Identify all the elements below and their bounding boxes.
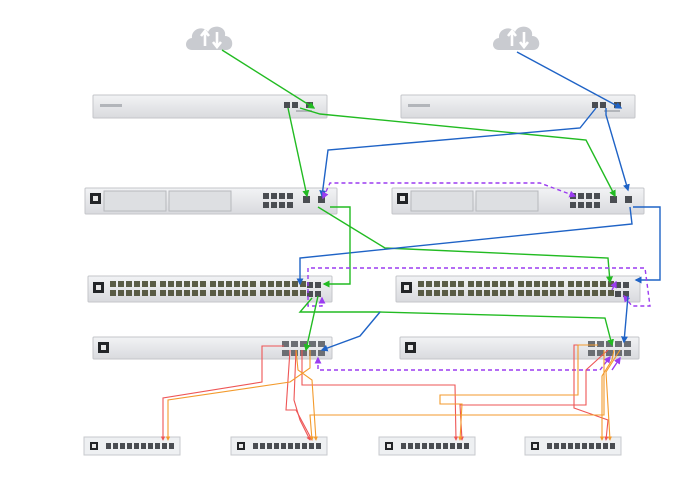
link-sw1-agg1	[303, 295, 319, 352]
cloud-updown-icon	[493, 26, 540, 50]
link-gw1-dm1	[287, 107, 310, 198]
link-agg-stack-arrow	[611, 356, 621, 371]
link-gw2-dm1	[319, 107, 597, 198]
dream-machine-2	[391, 187, 645, 215]
links	[160, 49, 661, 441]
link-dm1-sw1	[322, 206, 351, 288]
switch-48-1	[87, 275, 333, 303]
link-cloud2-gw2	[516, 51, 623, 109]
link-cloud1-gw1	[221, 49, 316, 109]
aggregation-2	[399, 336, 640, 360]
link-dm1-sw2	[317, 206, 614, 284]
aggregation-1	[92, 336, 333, 360]
access-switch-1	[83, 436, 181, 456]
link-agg2-sw1	[320, 311, 381, 352]
cloud-2	[493, 26, 540, 50]
gateway-2	[400, 94, 636, 119]
dream-machine-1	[84, 187, 338, 215]
access-switch-4	[524, 436, 622, 456]
link-gw2-dm2	[605, 108, 630, 192]
link-agg-stack	[314, 355, 611, 371]
link-sw2-agg2	[620, 295, 629, 344]
cloud-updown-icon	[186, 26, 233, 50]
access-switch-2	[230, 436, 328, 456]
link-dm-ha	[322, 182, 577, 200]
gateway-1	[92, 94, 328, 119]
access-switch-3	[378, 436, 476, 456]
link-sw-stack-arrow	[610, 280, 617, 291]
switch-48-2	[395, 275, 641, 303]
links-agg-access-orange	[165, 344, 621, 441]
link-sw-stack	[307, 267, 651, 307]
cloud-1	[186, 26, 233, 50]
link-dm2-sw2	[633, 206, 661, 284]
link-dm2-sw1	[296, 206, 633, 286]
link-gw1-dm2	[299, 107, 616, 198]
